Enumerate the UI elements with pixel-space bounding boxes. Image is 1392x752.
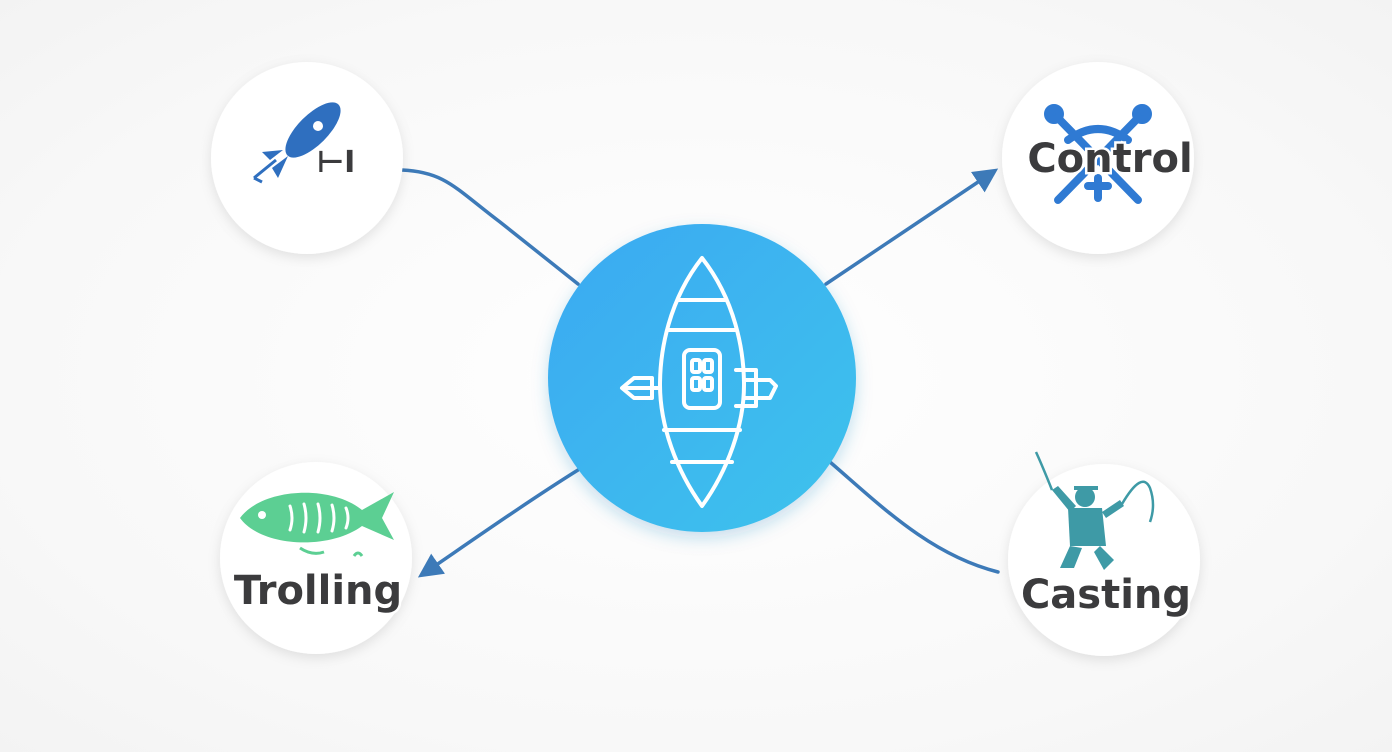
node-top-right: Control bbox=[1002, 62, 1195, 254]
center-node bbox=[548, 224, 856, 532]
node-top-left: ⊢I bbox=[211, 62, 403, 254]
node-label-bottom-right: Casting bbox=[1021, 572, 1191, 618]
lure-icon bbox=[253, 102, 341, 184]
connector-bottom-right bbox=[828, 460, 1000, 574]
connectors bbox=[400, 168, 1000, 578]
node-label-bottom-left: Trolling bbox=[234, 568, 402, 614]
node-label-top-left: ⊢I bbox=[317, 145, 356, 180]
connector-bottom-left bbox=[417, 468, 580, 578]
node-label-top-right: Control bbox=[1027, 136, 1192, 182]
crossed-paddles-icon bbox=[1044, 104, 1152, 204]
fish-icon bbox=[240, 492, 394, 557]
node-bottom-left: Trolling bbox=[220, 462, 412, 654]
kayak-icon bbox=[620, 256, 778, 508]
angler-icon bbox=[1034, 451, 1155, 570]
connector-top-left bbox=[400, 168, 580, 286]
node-bottom-right: Casting bbox=[1008, 451, 1200, 656]
connector-top-right bbox=[824, 168, 999, 286]
